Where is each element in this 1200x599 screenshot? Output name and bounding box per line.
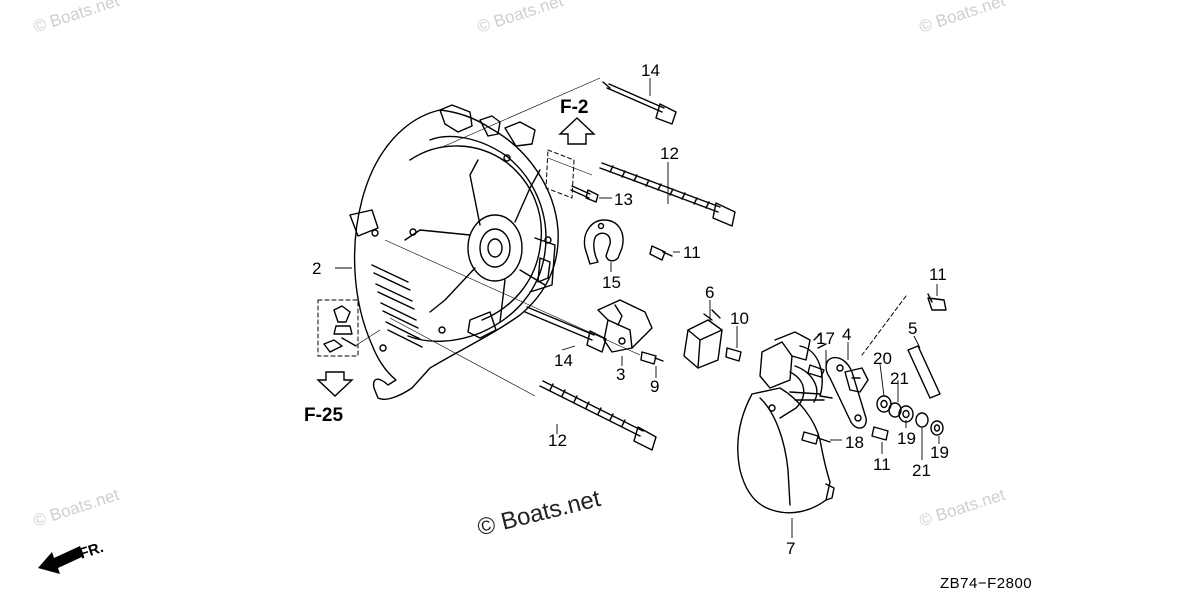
bolt-12-top [599,162,736,227]
reference-lines [354,77,641,397]
callout-9: 9 [650,377,660,396]
clamp-15 [583,219,624,265]
reference-up: F-2 [560,97,589,118]
bolt-14-bottom [524,306,607,353]
callout-6: 6 [705,283,715,302]
callout-14: 14 [641,61,660,80]
callout-11: 11 [929,265,947,284]
screw-13 [570,185,599,203]
callout-2: 2 [312,259,322,278]
clip-assembly [323,305,357,353]
screw-9 [640,351,664,365]
bracket-3 [597,299,653,353]
callout-19: 19 [897,429,916,448]
bolt-14-top [602,81,677,125]
callout-11: 11 [683,243,701,262]
callout-13: 13 [614,190,633,209]
callout-5: 5 [908,319,918,338]
callout-10: 10 [730,309,749,328]
diagram-code: ZB74−F2800 [940,575,1033,592]
callout-15: 15 [602,273,621,292]
callout-19: 19 [930,443,949,462]
callout-17: 17 [816,329,835,348]
screw-17 [807,364,825,378]
direction-arrow-icon [38,546,84,574]
screw-11-lower [871,426,889,441]
screw-18 [801,431,831,445]
screw-11-right [927,293,947,311]
washers [876,395,944,436]
fan-cover-part [349,104,559,400]
callout-7: 7 [786,539,796,558]
leader-lines [335,78,940,538]
callout-20: 20 [873,349,892,368]
down-arrow-icon [316,371,354,397]
wire-harness [759,331,833,419]
screw-10 [725,347,742,362]
callout-11: 11 [873,455,891,474]
callout-21: 21 [890,369,909,388]
strip-5 [907,345,941,399]
callout-3: 3 [616,365,626,384]
bracket-4 [825,356,869,429]
callout-4: 4 [842,325,852,344]
cover-7 [737,387,835,514]
callout-21: 21 [912,461,931,480]
reference-down: F-25 [304,405,344,426]
bolt-12-bottom [539,380,657,451]
up-arrow-icon [558,117,596,145]
component-6 [683,309,723,369]
dashed-groups [317,149,907,357]
callout-12: 12 [660,144,679,163]
callout-14: 14 [554,351,573,370]
callout-12: 12 [548,431,567,450]
screw-11-upper [649,245,673,261]
callout-18: 18 [845,433,864,452]
